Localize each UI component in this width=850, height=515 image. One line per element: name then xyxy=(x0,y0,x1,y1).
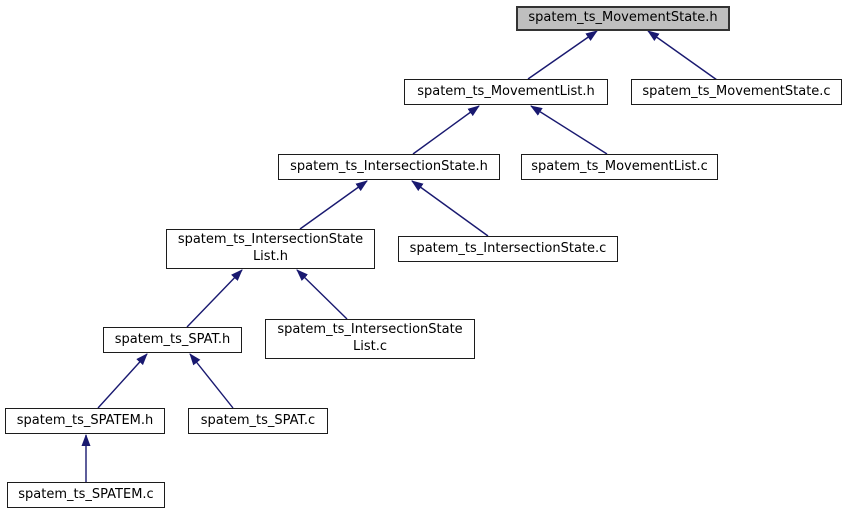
dependency-edge-intersectionstate_c-to-intersectionstate_h xyxy=(411,180,489,237)
node-spat_c[interactable]: spatem_ts_SPAT.c xyxy=(188,408,328,434)
node-movementlist_h[interactable]: spatem_ts_MovementList.h xyxy=(404,79,608,105)
dependency-edge-movementlist_h-to-movementstate_h xyxy=(527,30,598,80)
dependency-edge-movementstate_c-to-movementstate_h xyxy=(647,30,718,81)
node-label: List.c xyxy=(352,339,387,354)
node-label: spatem_ts_IntersectionState.c xyxy=(409,240,607,256)
node-label: spatem_ts_SPATEM.c xyxy=(18,486,154,502)
node-label: spatem_ts_IntersectionState.h xyxy=(290,158,488,174)
node-label: spatem_ts_MovementList.h xyxy=(417,83,595,99)
node-intersectionstate_c[interactable]: spatem_ts_IntersectionState.c xyxy=(398,236,618,262)
node-label: spatem_ts_MovementState.h xyxy=(528,10,718,26)
node-intersectionstate_h[interactable]: spatem_ts_IntersectionState.h xyxy=(278,154,500,180)
dependency-edge-spatem_h-to-spat_h xyxy=(97,353,148,409)
node-label: List.h xyxy=(252,249,289,264)
dependency-edge-spat_c-to-spat_h xyxy=(189,353,234,409)
node-movementstate_c[interactable]: spatem_ts_MovementState.c xyxy=(631,79,842,105)
node-spatem_c[interactable]: spatem_ts_SPATEM.c xyxy=(7,482,165,508)
node-label: spatem_ts_IntersectionState xyxy=(177,232,364,248)
node-label: spatem_ts_SPATEM.h xyxy=(16,412,154,428)
node-label: spatem_ts_IntersectionState xyxy=(277,322,463,338)
dependency-edge-intersectionstatelist_h-to-intersectionstate_h xyxy=(299,180,368,230)
node-label: spatem_ts_MovementState.c xyxy=(642,83,831,99)
node-spatem_h[interactable]: spatem_ts_SPATEM.h xyxy=(5,408,165,434)
node-label: spatem_ts_SPAT.c xyxy=(200,412,316,428)
dependency-edge-intersectionstatelist_c-to-intersectionstatelist_h xyxy=(296,269,348,320)
node-label: spatem_ts_SPAT.h xyxy=(114,331,231,347)
node-label: spatem_ts_MovementList.c xyxy=(531,158,708,174)
node-movementstate_h[interactable]: spatem_ts_MovementState.h xyxy=(516,6,730,31)
node-movementlist_c[interactable]: spatem_ts_MovementList.c xyxy=(521,154,718,180)
dependency-edge-spat_h-to-intersectionstatelist_h xyxy=(186,269,243,328)
dependency-edge-movementlist_c-to-movementlist_h xyxy=(530,105,608,155)
dependency-edge-intersectionstate_h-to-movementlist_h xyxy=(412,105,480,155)
node-spat_h[interactable]: spatem_ts_SPAT.h xyxy=(103,327,242,353)
